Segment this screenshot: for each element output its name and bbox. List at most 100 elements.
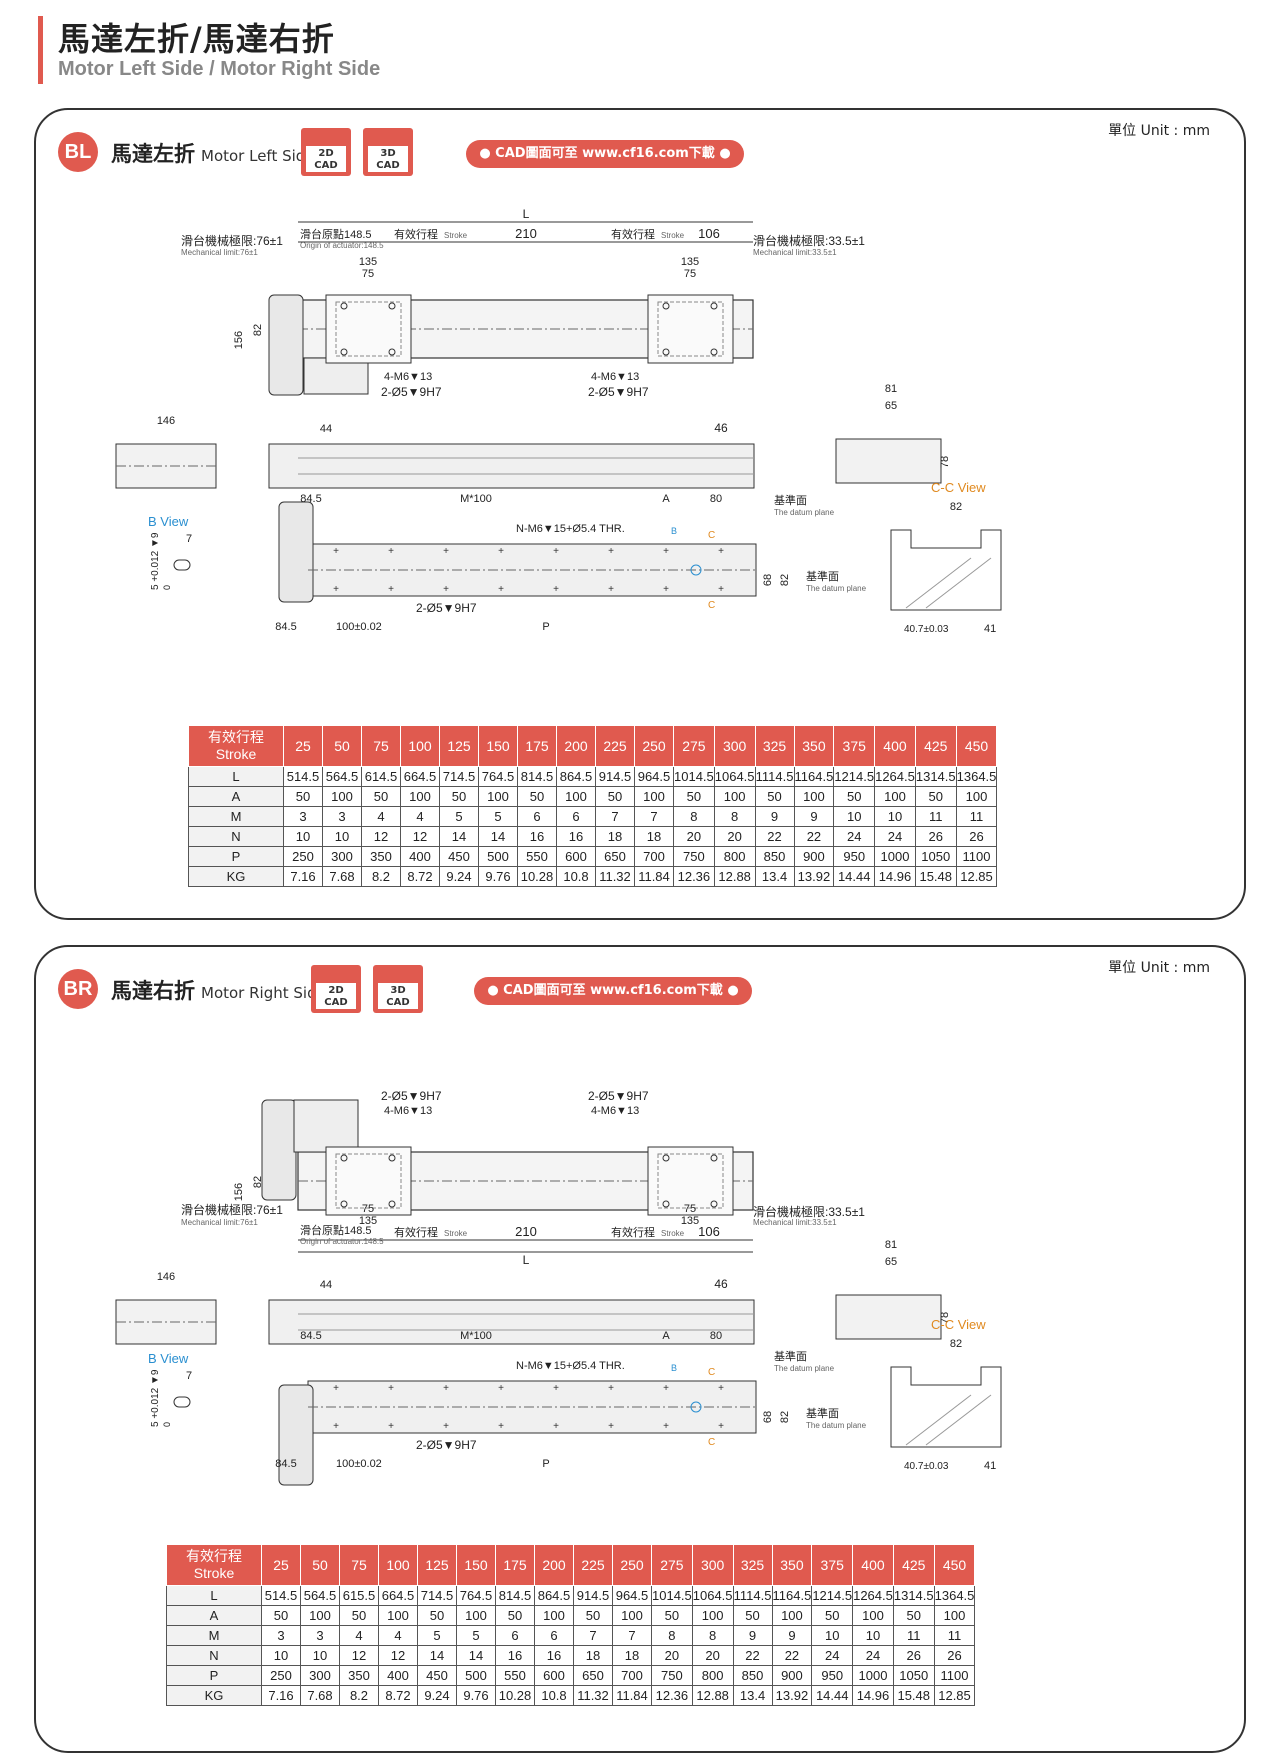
dimension-label: M*100 (460, 1330, 492, 1342)
table-cell: 12 (378, 1645, 418, 1666)
stroke-value-header: 300 (713, 725, 756, 767)
actuator-side-view (268, 1299, 755, 1345)
table-cell: 850 (754, 846, 795, 867)
dimension-label: 106 (698, 1224, 720, 1239)
table-cell: 16 (517, 826, 557, 847)
dimension-label: 84.5 (275, 621, 296, 633)
dimension-label: M*100 (460, 493, 492, 505)
row-header: P (166, 1665, 262, 1686)
dimension-label: 81 (885, 383, 897, 395)
table-cell: 10.8 (534, 1685, 574, 1706)
thread-hole-mark: + (718, 1383, 724, 1394)
table-cell: 900 (793, 846, 835, 867)
table-cell: 100 (793, 786, 835, 807)
mount-hole (662, 1154, 670, 1162)
dimension-label: 84.5 (300, 1330, 321, 1342)
table-cell: 714.5 (417, 1585, 457, 1606)
table-cell: 100 (300, 1605, 340, 1626)
b-view-hole (690, 1401, 702, 1413)
stroke-header-zh: 有效行程 (208, 729, 264, 745)
stroke-value-header: 100 (378, 1544, 418, 1586)
cad-3d-icon[interactable]: 3D CAD (363, 128, 413, 176)
carriage-outline (657, 1153, 724, 1209)
carriage-outline (657, 301, 724, 357)
table-cell: 10.8 (556, 866, 596, 887)
motor-body (261, 1099, 297, 1201)
table-cell: 50 (439, 786, 479, 807)
cad-2d-icon[interactable]: 2D CAD (301, 128, 351, 176)
stroke-value-header: 450 (955, 725, 998, 767)
table-cell: 514.5 (261, 1585, 301, 1606)
stroke-label-en: Stroke (661, 231, 685, 240)
motor-body (268, 294, 304, 396)
table-cell: 100 (400, 786, 440, 807)
b-view-slot (173, 1396, 191, 1408)
mount-hole (340, 1154, 348, 1162)
table-cell: 714.5 (439, 766, 479, 787)
table-cell: 50 (517, 786, 557, 807)
mount-hole (340, 1200, 348, 1208)
table-cell: 864.5 (534, 1585, 574, 1606)
cad-3d-icon[interactable]: 3D CAD (373, 965, 423, 1013)
table-cell: 750 (673, 846, 715, 867)
table-cell: 1364.5 (955, 766, 998, 787)
table-cell: 9.24 (417, 1685, 457, 1706)
table-cell: 1264.5 (852, 1585, 894, 1606)
thread-hole-mark: + (443, 546, 449, 557)
table-cell: 14 (439, 826, 479, 847)
dimension-label: 146 (157, 1271, 175, 1283)
thread-hole-mark: + (663, 546, 669, 557)
stroke-value-header: 375 (833, 725, 876, 767)
table-cell: 800 (691, 1665, 734, 1686)
dimension-label: 146 (157, 415, 175, 427)
table-cell: 12 (339, 1645, 379, 1666)
table-cell: 1114.5 (754, 766, 795, 787)
table-cell: 24 (811, 1645, 854, 1666)
table-cell: 50 (673, 786, 715, 807)
table-cell: 664.5 (378, 1585, 418, 1606)
stroke-label-zh: 有效行程 (394, 227, 438, 241)
cad-2d-icon[interactable]: 2D CAD (311, 965, 361, 1013)
table-cell: 10 (811, 1625, 854, 1646)
dimension-label: 滑台機械極限:76±1 (181, 233, 283, 248)
dimension-label: 68 (762, 1411, 774, 1423)
dimension-label: 滑台機械極限:76±1 (181, 1202, 283, 1217)
table-cell: 1100 (955, 846, 998, 867)
table-cell: 1014.5 (673, 766, 715, 787)
stroke-value-header: 300 (691, 1544, 734, 1586)
dimension-label: 2-Ø5▼9H7 (381, 385, 442, 399)
dimension-label: Mechanical limit:76±1 (181, 1218, 258, 1227)
table-cell: 100 (556, 786, 596, 807)
hatch (905, 557, 972, 609)
dimension-label: A (662, 493, 670, 505)
table-cell: 814.5 (517, 766, 557, 787)
cad-download-link[interactable]: ● CAD圖面可至 www.cf16.com下載 ● (474, 977, 752, 1005)
stroke-label-zh: 有效行程 (394, 1225, 438, 1239)
table-cell: 8 (713, 806, 756, 827)
thread-hole-mark: + (608, 546, 614, 557)
hatch (925, 557, 992, 609)
table-cell: 16 (534, 1645, 574, 1666)
row-header: M (188, 806, 284, 827)
table-cell: 50 (261, 1605, 301, 1626)
dimension-label: 4-M6▼13 (591, 371, 639, 383)
hatch (925, 1394, 992, 1446)
table-cell: 350 (339, 1665, 379, 1686)
thread-hole-mark: + (553, 1383, 559, 1394)
carriage (647, 1146, 734, 1216)
table-cell: 22 (732, 1645, 773, 1666)
table-cell: 250 (283, 846, 323, 867)
row-header: L (188, 766, 284, 787)
table-cell: 24 (833, 826, 876, 847)
table-cell: 8.2 (361, 866, 401, 887)
table-cell: 814.5 (495, 1585, 535, 1606)
dimension-label: 滑台機械極限:33.5±1 (753, 233, 865, 248)
cad-download-link[interactable]: ● CAD圖面可至 www.cf16.com下載 ● (466, 140, 744, 168)
